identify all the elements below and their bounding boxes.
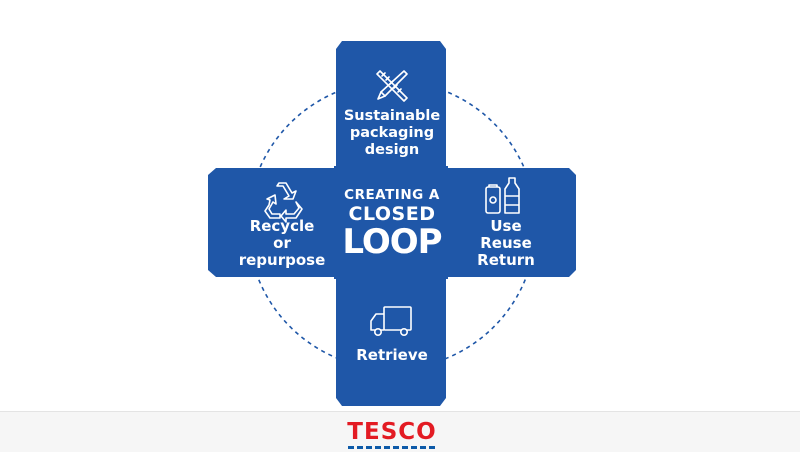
brand-logo: TESCO — [347, 419, 437, 445]
brand-logo-stripes — [348, 446, 435, 449]
cross-shape — [208, 41, 576, 406]
arm-top — [336, 41, 446, 168]
center-title-line3: LOOP — [342, 222, 442, 262]
arm-label-use-reuse-return: Use Reuse Return — [477, 217, 535, 269]
recycle-icon — [264, 182, 303, 223]
pencil-ruler-icon — [376, 70, 408, 102]
center-square — [334, 166, 448, 279]
arm-right — [446, 168, 576, 277]
arm-label-recycle-or-repurpose: Recycle or repurpose — [238, 217, 326, 269]
arm-label-sustainable-packaging-design: Sustainable packaging design — [343, 108, 441, 158]
arm-bottom — [336, 277, 446, 406]
can-and-bottle-icon — [485, 177, 520, 214]
center-title-line2: CLOSED — [348, 203, 436, 225]
arm-left — [208, 168, 336, 277]
arm-label-retrieve: Retrieve — [356, 346, 428, 364]
delivery-truck-icon — [370, 306, 412, 336]
center-title-line1: CREATING A — [344, 187, 440, 203]
footer-bar — [0, 411, 800, 452]
